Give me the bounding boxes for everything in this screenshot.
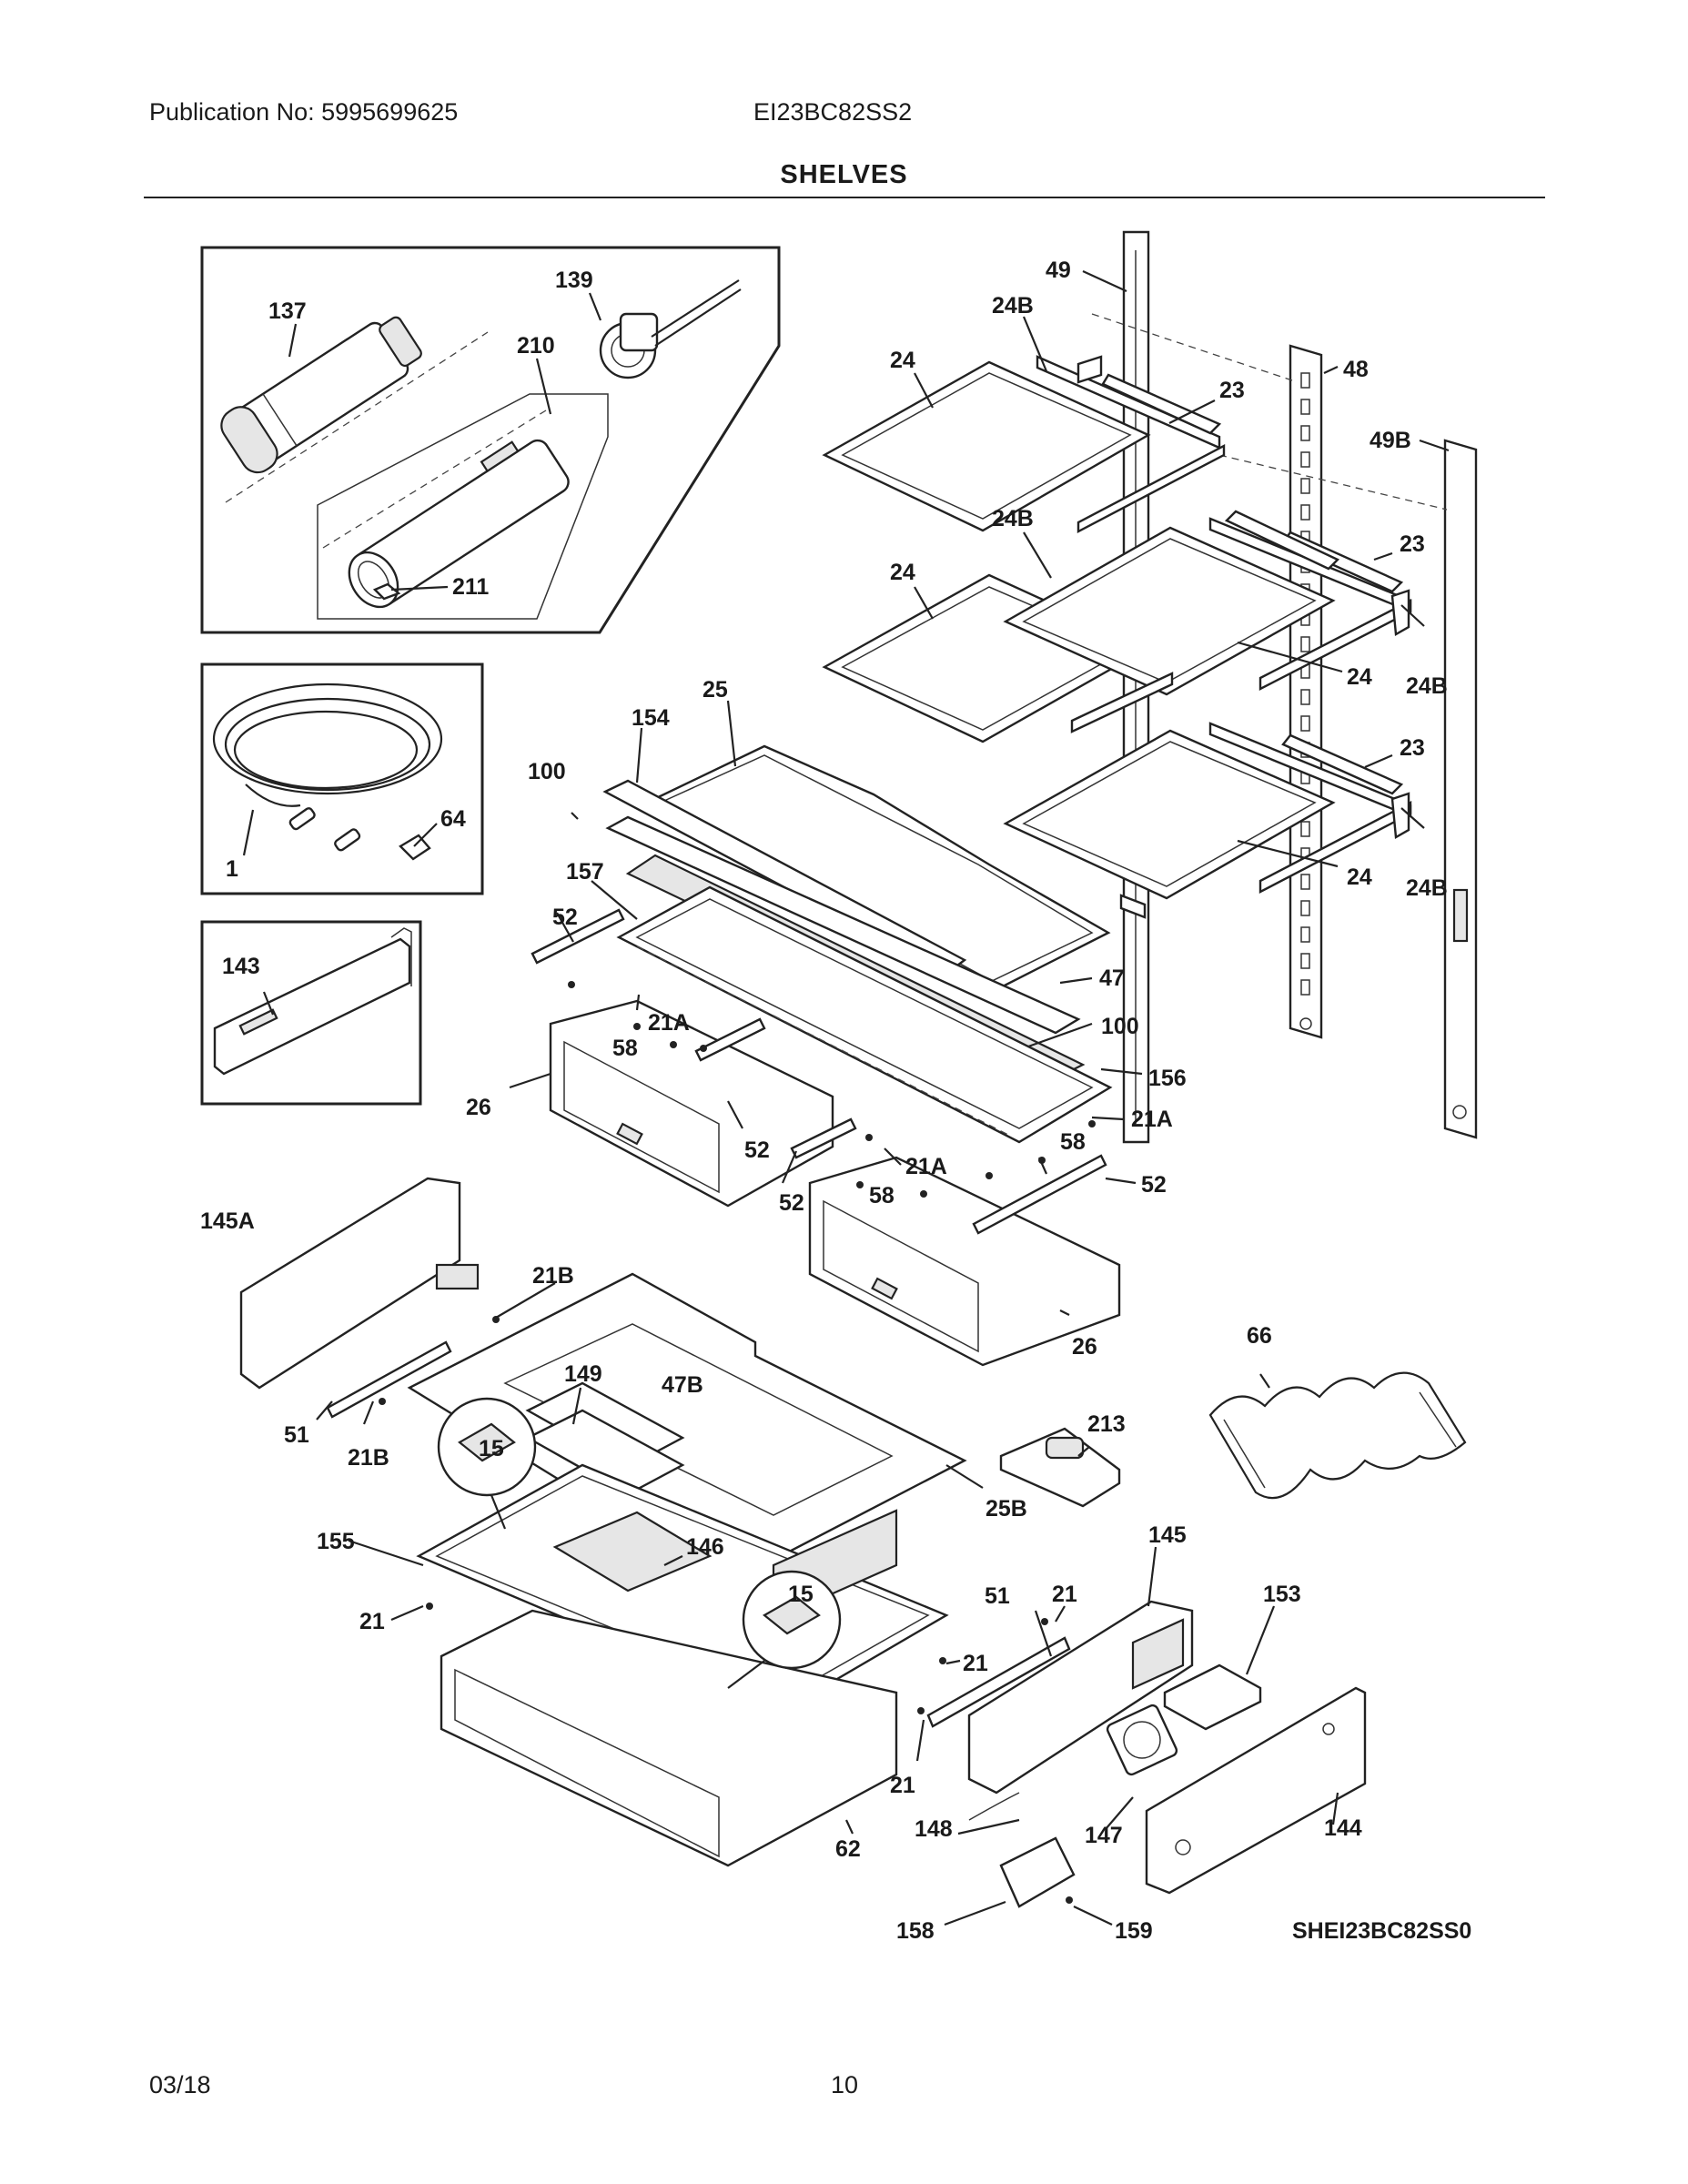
label-21-mid: 21 xyxy=(963,1651,988,1676)
label-139: 139 xyxy=(555,268,593,293)
label-23-mid: 23 xyxy=(1400,531,1425,557)
label-213: 213 xyxy=(1087,1411,1126,1437)
label-100-left: 100 xyxy=(528,759,566,784)
label-145A: 145A xyxy=(200,1208,255,1234)
divider-inset xyxy=(200,920,422,1106)
magnifier-right xyxy=(727,1570,842,1689)
glass-shelf-low xyxy=(1003,722,1412,919)
label-62: 62 xyxy=(835,1836,861,1862)
label-24-top: 24 xyxy=(890,348,915,373)
wine-rack-66 xyxy=(1208,1371,1467,1500)
label-145: 145 xyxy=(1148,1522,1187,1548)
label-48: 48 xyxy=(1343,357,1369,382)
glass-shelf-top xyxy=(822,355,1226,533)
control-board-149 xyxy=(525,1381,685,1496)
bottom-drawer-62 xyxy=(440,1609,898,1867)
label-26-left: 26 xyxy=(466,1095,491,1120)
water-line-inset xyxy=(200,662,484,895)
label-24B-low: 24B xyxy=(1406,875,1448,901)
lattice-frame-156 xyxy=(616,885,1113,1144)
header-rule xyxy=(144,197,1545,198)
label-143: 143 xyxy=(222,954,260,979)
label-157: 157 xyxy=(566,859,604,885)
cover-144 xyxy=(1145,1686,1367,1895)
label-52-low: 52 xyxy=(779,1190,804,1216)
label-58-right: 58 xyxy=(1060,1129,1086,1155)
label-144: 144 xyxy=(1324,1815,1362,1841)
label-25: 25 xyxy=(702,677,728,703)
model-number: EI23BC82SS2 xyxy=(753,98,913,126)
label-21A-mid: 21A xyxy=(905,1154,947,1179)
label-24-low: 24 xyxy=(1347,864,1372,890)
label-23-top: 23 xyxy=(1219,378,1245,403)
label-211: 211 xyxy=(452,574,489,600)
crisper-drawer-right xyxy=(808,1156,1121,1367)
sensor-153 xyxy=(1163,1663,1262,1731)
label-15-right: 15 xyxy=(788,1582,814,1607)
page-number: 10 xyxy=(831,2071,859,2098)
magnifier-left xyxy=(437,1397,537,1530)
label-137: 137 xyxy=(268,298,307,324)
label-159: 159 xyxy=(1115,1918,1153,1944)
label-58-mid: 58 xyxy=(869,1183,895,1208)
label-158: 158 xyxy=(896,1918,935,1944)
label-156: 156 xyxy=(1148,1066,1187,1091)
label-52-right: 52 xyxy=(1141,1172,1167,1198)
label-23-low: 23 xyxy=(1400,735,1425,761)
section-title: SHELVES xyxy=(780,160,908,189)
label-15-left: 15 xyxy=(479,1436,504,1461)
fan-147 xyxy=(1106,1704,1178,1776)
crisper-drawer-left xyxy=(549,999,834,1208)
label-153: 153 xyxy=(1263,1582,1301,1607)
diagram-code: SHEI23BC82SS0 xyxy=(1292,1918,1471,1944)
control-housing-145A xyxy=(239,1177,480,1419)
label-24-mid-right: 24 xyxy=(1347,664,1372,690)
label-155: 155 xyxy=(317,1529,355,1554)
bracket-213 xyxy=(999,1427,1121,1508)
label-58-top: 58 xyxy=(612,1036,638,1061)
label-154: 154 xyxy=(632,705,670,731)
label-21B-bottom: 21B xyxy=(348,1445,389,1471)
label-24B-mid: 24B xyxy=(992,506,1034,531)
label-21A-right: 21A xyxy=(1131,1107,1173,1132)
label-51-right: 51 xyxy=(985,1583,1010,1609)
rail-48 xyxy=(1289,344,1323,1039)
label-64: 64 xyxy=(440,806,466,832)
label-149: 149 xyxy=(564,1361,602,1387)
fasteners xyxy=(379,981,1096,1904)
control-module-145 xyxy=(926,1600,1194,1795)
label-52-mid: 52 xyxy=(744,1138,770,1163)
label-210: 210 xyxy=(517,333,555,359)
label-100-right: 100 xyxy=(1101,1014,1139,1039)
label-1: 1 xyxy=(226,856,238,882)
label-24-mid: 24 xyxy=(890,560,915,585)
label-24B-top: 24B xyxy=(992,293,1034,318)
label-24B-mid-right: 24B xyxy=(1406,673,1448,699)
label-51-left: 51 xyxy=(284,1422,309,1448)
label-146: 146 xyxy=(686,1534,724,1560)
label-147: 147 xyxy=(1085,1823,1123,1848)
label-66: 66 xyxy=(1247,1323,1272,1349)
water-filter-inset xyxy=(200,246,781,634)
label-148: 148 xyxy=(915,1816,953,1842)
leader-lines xyxy=(242,270,1450,1926)
label-21-top: 21 xyxy=(1052,1582,1077,1607)
label-21B-top: 21B xyxy=(532,1263,574,1289)
footer-date: 03/18 xyxy=(149,2071,211,2098)
label-26-right: 26 xyxy=(1072,1334,1097,1360)
label-21A-top: 21A xyxy=(648,1010,690,1036)
label-47: 47 xyxy=(1099,966,1125,991)
publication-number: Publication No: 5995699625 xyxy=(149,98,459,126)
label-21-bottom: 21 xyxy=(890,1773,915,1798)
label-49: 49 xyxy=(1046,258,1071,283)
label-52-left: 52 xyxy=(552,905,578,930)
label-25B: 25B xyxy=(986,1496,1027,1522)
rail-49B xyxy=(1443,439,1478,1139)
part-labels: 137 139 210 211 1 64 143 49 24B 24 23 48… xyxy=(200,258,1471,1944)
board-158 xyxy=(968,1792,1076,1908)
label-49B: 49B xyxy=(1370,428,1411,453)
label-47B: 47B xyxy=(662,1372,703,1398)
label-21-left: 21 xyxy=(359,1609,385,1634)
